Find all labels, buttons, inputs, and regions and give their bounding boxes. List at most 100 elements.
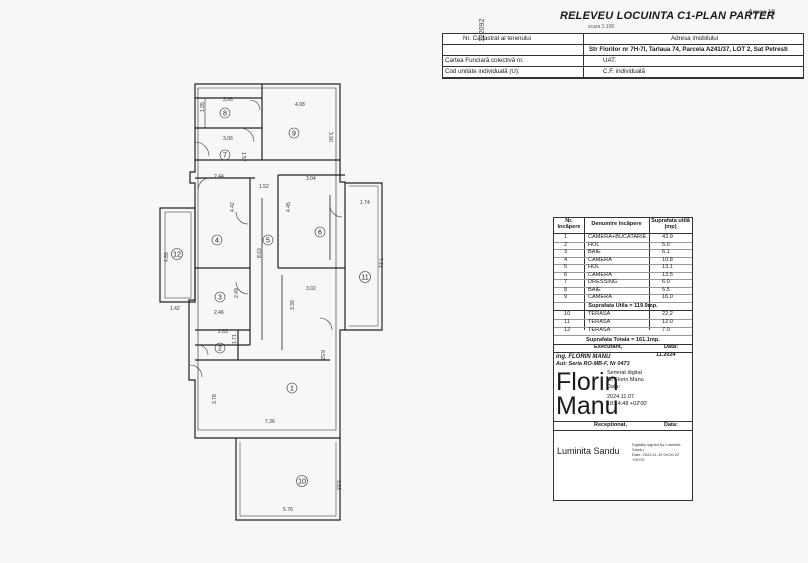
col-name-header: Denumire încăpere [591,221,642,227]
room-8-label: 8 [223,111,227,118]
room-1-label: 1 [290,386,294,393]
room-nr: 1 [564,234,568,240]
dim-244: 2.44 [214,174,224,180]
room-2-label: 2 [218,346,222,353]
room-6-marker [314,226,326,238]
room-12-marker [171,248,183,260]
signature-note-2: de Florin Manu [607,377,644,383]
room-name: BAIE [588,286,601,293]
cf-label: Cartea Funciară colectivă nr. [445,57,524,64]
signature-note-4: 2024.11.07 [607,394,635,400]
room-nr: 5 [564,264,568,270]
room-area: 5.0 [662,241,670,248]
dim-445: 4.45 [286,202,292,212]
terrace-row: 12 TERASA 7.0 [554,327,692,336]
rooms-table-col-divider-1 [584,218,585,330]
room-5-marker [262,234,274,246]
dim-171: 1.71 [232,334,238,344]
uat-label: UAT: [603,57,616,64]
executant-date: 11.2024 [656,352,676,358]
dim-263: 2.63 [218,329,228,335]
room-nr: 8 [564,286,568,293]
dim-339: 3.39 [290,300,296,310]
total-area: Suprafata Totala = 161.1mp. [554,336,692,345]
terrace-nr: 12 [564,327,571,333]
signature-first-name: Florin [556,368,619,396]
room-nr: 2 [564,241,568,248]
room-nr: 9 [564,294,568,300]
room-2-marker [214,342,226,354]
room-row: 1 CAMERA+BUCATARIE 43.9 [554,234,692,243]
scale-label: scara 1:100 [588,24,615,30]
dim-721: 7.21 [377,258,383,268]
room-name: HOL [588,241,600,248]
receiver-note-3: Date: 2024.11.19 09:20:22 +02'00' [632,452,680,462]
executant-row: Executant, Data: [554,344,692,353]
room-name: HOL [588,264,600,270]
terrace-area: 7.0 [662,327,670,333]
room-area: 6.1 [662,249,670,255]
room-6-label: 6 [318,230,322,237]
dim-383: 3.83 [335,480,341,490]
plan-title: RELEVEU LOCUINTA C1-PLAN PARTER [560,10,775,22]
room-area: 43.9 [662,234,673,240]
engineer-name: ing. FLORIN MANU [556,354,611,360]
room-12-label: 12 [173,252,181,259]
dim-390: 3.90 [327,132,333,142]
dim-195: 1.95 [200,102,206,112]
room-5-label: 5 [266,238,270,245]
dim-489: 4.89 [164,252,170,262]
terrace-name: TERASA [588,311,611,317]
info-row-4: Cod unitate individuală (U): C.F. indivi… [443,67,803,78]
receiver-note-2: Sandu [632,447,644,452]
room-3-label: 3 [218,295,222,302]
receptionat-label: Receptionat, [594,422,628,428]
dim-142: 1.42 [170,306,180,312]
terrace-name: TERASA [588,327,611,333]
room-4-label: 4 [215,238,219,245]
signature-note-3: Data: [607,384,621,390]
unit-code-label: Cod unitate individuală (U): [445,68,520,75]
executant-label: Executant, [594,344,623,350]
room-3-marker [214,291,226,303]
receptionat-date-label: Data: [664,422,678,428]
signature-last-name: Manu [556,392,619,420]
dim-576: 5.76 [283,507,293,513]
col-nr-header: Nr. încăpere [557,218,581,230]
room-nr: 4 [564,256,568,263]
room-name: DRESSING [588,279,618,285]
address-label: Adresa imobilului [671,35,719,42]
room-8-marker [219,107,231,119]
terrace-area: 22.2 [662,311,673,317]
dim-736: 7.36 [265,419,275,425]
dim-174: 1.74 [360,200,370,206]
useful-total: Suprafata Utila = 119.9mp. [554,302,692,311]
receptionat-divider [554,429,692,431]
rooms-table-col-divider-2 [649,218,650,330]
room-10-label: 10 [298,479,306,486]
signature-note-5: 18:14:48 +02'00' [607,401,648,407]
room-11-label: 11 [361,275,368,282]
terrace-nr: 11 [564,319,570,325]
room-name: CAMERA+BUCATARIE [588,234,647,240]
room-area: 6.0 [662,279,670,285]
room-7-label: 7 [223,153,227,160]
annex-label: Anexa 18 [748,8,776,16]
room-4-marker [211,234,223,246]
terrace-name: TERASA [588,319,611,325]
dim-306b: 3.06 [223,136,233,142]
room-9-marker [288,127,300,139]
room-area: 13.5 [662,271,673,278]
rooms-table-header: Nr. încăpere Denumire încăpere Suprafata… [554,218,692,234]
stamp-number: 122092 [479,18,486,42]
floor-plan: 1 2 3 4 5 6 7 8 9 10 11 12 3.06 4.08 3.0… [159,83,383,521]
terrace-area: 12.0 [662,319,673,325]
room-name: CAMERA [588,256,612,263]
dim-249: 2.49 [234,288,240,298]
